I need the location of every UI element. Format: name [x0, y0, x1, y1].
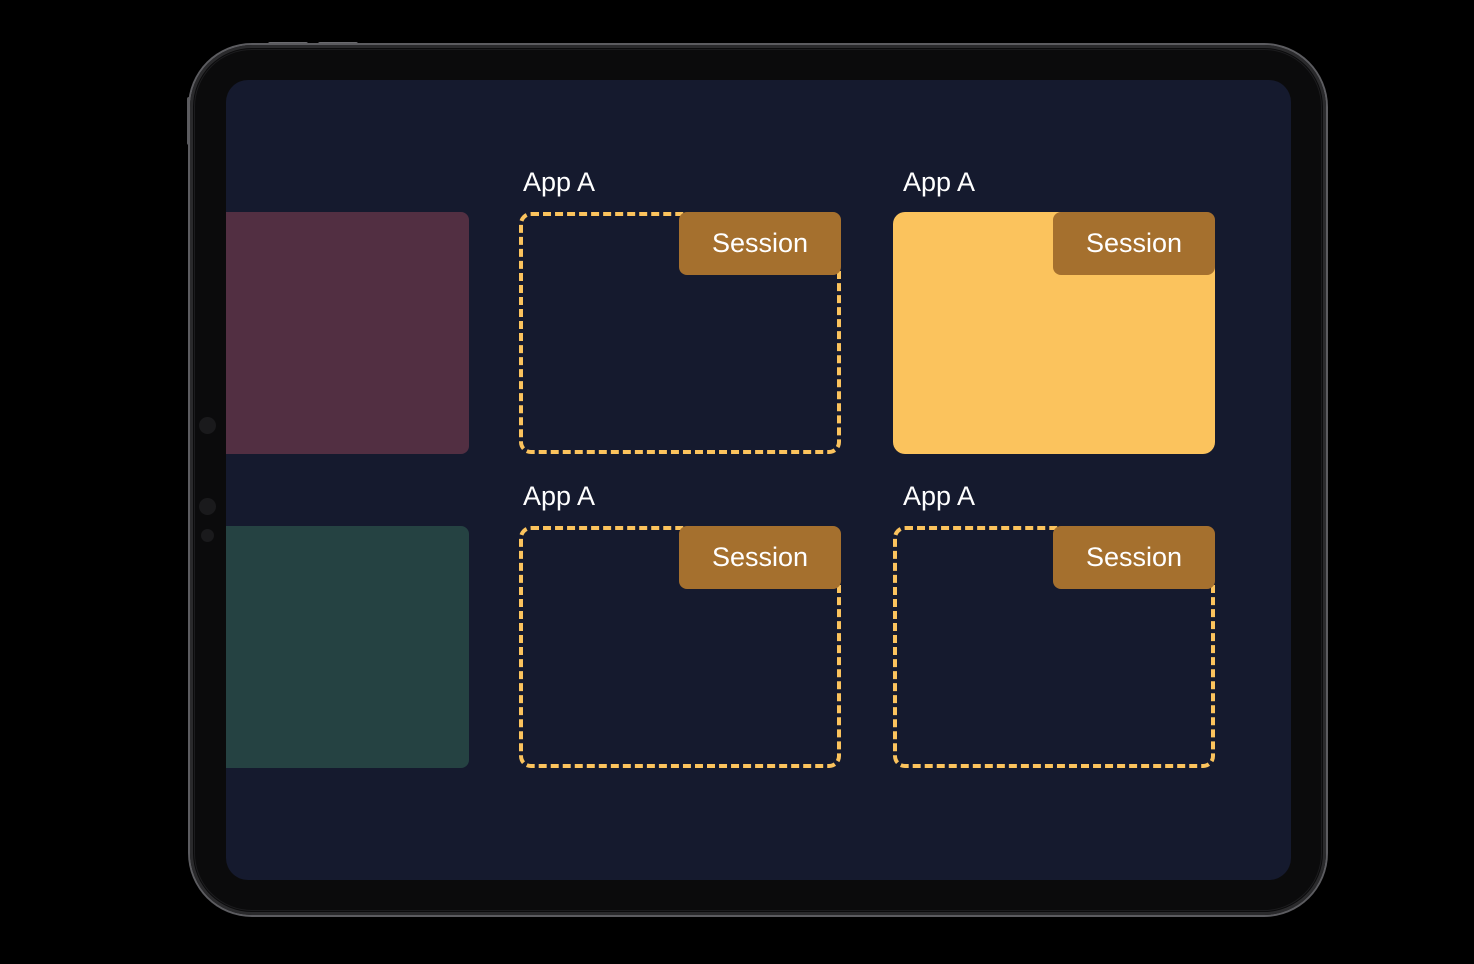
app-label: App A [903, 167, 976, 197]
session-badge[interactable]: Session [1053, 526, 1215, 589]
app-slot-bottom-middle[interactable]: Session [519, 526, 841, 768]
app-label: App A [903, 481, 976, 511]
camera-sensor [199, 498, 216, 515]
app-label: App A [523, 167, 596, 197]
app-slot-top-middle[interactable]: Session [519, 212, 841, 454]
app-label: App A [523, 481, 596, 511]
app-slot-top-right[interactable]: Session [893, 212, 1215, 454]
camera-sensor [199, 417, 216, 434]
top-button-right [318, 42, 358, 46]
app-slot-bottom-right[interactable]: Session [893, 526, 1215, 768]
session-badge[interactable]: Session [679, 526, 841, 589]
session-badge[interactable]: Session [679, 212, 841, 275]
panel-bottom-left[interactable] [226, 526, 469, 768]
side-button [187, 97, 191, 145]
session-badge[interactable]: Session [1053, 212, 1215, 275]
camera-sensor [201, 529, 214, 542]
screen: App A Session App A Session App A Sessio… [226, 80, 1291, 880]
top-button-left [268, 42, 308, 46]
panel-top-left[interactable] [226, 212, 469, 454]
